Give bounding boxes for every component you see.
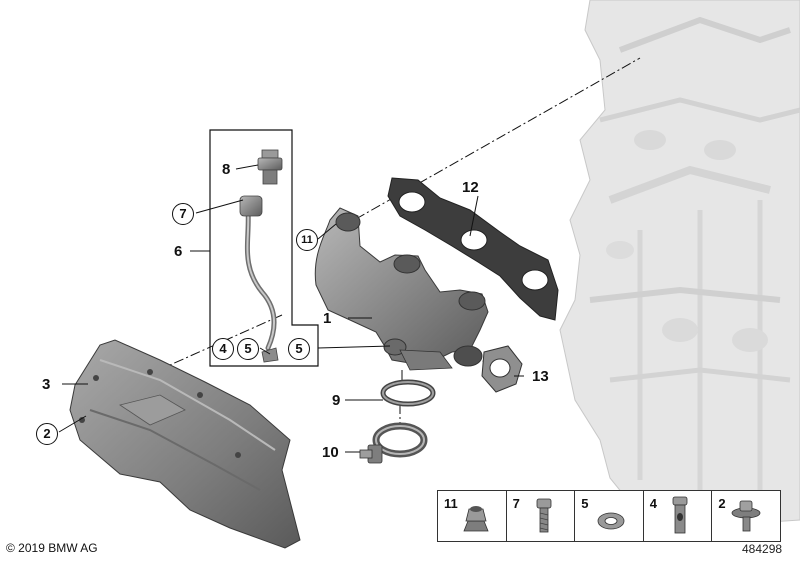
callout-4: 4 xyxy=(212,338,234,360)
heat-shield xyxy=(69,339,301,549)
part-6-bracket xyxy=(209,129,319,367)
collar-screw-icon xyxy=(731,500,761,532)
callout-3: 3 xyxy=(42,376,51,393)
legend-cell: 7 xyxy=(507,491,576,541)
legend-cell: 5 xyxy=(575,491,644,541)
legend-number: 5 xyxy=(581,496,589,511)
legend-number: 4 xyxy=(649,496,658,511)
sealing-washer-icon xyxy=(597,512,625,530)
legend-number: 11 xyxy=(444,496,458,511)
callout-13: 13 xyxy=(532,368,549,385)
callout-2: 2 xyxy=(36,423,58,445)
flange-nut-icon xyxy=(463,506,489,532)
flange-gasket xyxy=(481,345,523,393)
callout-6: 6 xyxy=(174,243,183,260)
manifold-gasket xyxy=(387,177,559,321)
callout-1: 1 xyxy=(323,310,332,327)
legend-cell: 11 xyxy=(438,491,507,541)
v-band-clamp xyxy=(359,422,428,464)
legend-cell: 2 xyxy=(712,491,780,541)
callout-9: 9 xyxy=(332,392,341,409)
callout-11: 11 xyxy=(296,229,318,251)
oxygen-sensor xyxy=(257,149,283,185)
banjo-bolt-icon xyxy=(672,496,688,534)
copyright-text: © 2019 BMW AG xyxy=(6,541,98,555)
exhaust-manifold xyxy=(314,207,489,371)
callout-10: 10 xyxy=(322,444,339,461)
legend-cell: 4 xyxy=(644,491,713,541)
leader-lines xyxy=(58,164,524,453)
bolt-icon xyxy=(536,498,551,533)
callout-12: 12 xyxy=(462,179,479,196)
small-parts-legend: 11 7 5 4 2 xyxy=(437,490,781,542)
diagram-number: 484298 xyxy=(742,542,783,556)
callout-7: 7 xyxy=(172,203,194,225)
legend-number: 2 xyxy=(718,496,726,511)
callout-8: 8 xyxy=(222,161,231,178)
engine-block xyxy=(559,0,800,523)
callout-5: 5 xyxy=(237,338,259,360)
legend-number: 7 xyxy=(512,496,520,511)
callout-5: 5 xyxy=(288,338,310,360)
